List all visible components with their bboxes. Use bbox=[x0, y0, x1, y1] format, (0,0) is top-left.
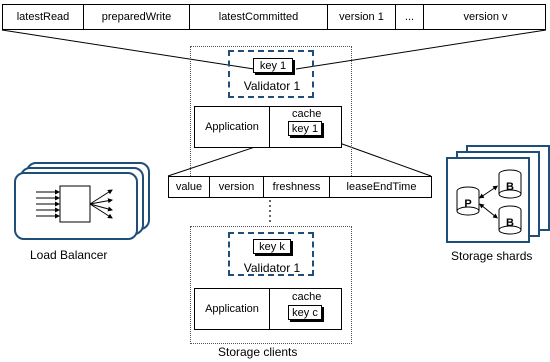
storage-client-2 bbox=[190, 226, 352, 344]
field-latest-read: latestRead bbox=[16, 11, 70, 23]
top-record: latestRead preparedWrite latestCommitted… bbox=[2, 4, 546, 30]
cache-record: value version freshness leaseEndTime bbox=[168, 176, 432, 198]
cache-label: cache bbox=[292, 108, 322, 120]
backup-node-bottom: B bbox=[498, 205, 522, 235]
storage-clients-label: Storage clients bbox=[218, 345, 298, 359]
field-ellipsis: ... bbox=[395, 5, 423, 29]
backup-node-top: B bbox=[498, 169, 522, 199]
load-balancer-label: Load Balancer bbox=[30, 248, 108, 262]
validator-2-label: Validator 1 bbox=[243, 261, 301, 275]
application-box-2: Application bbox=[194, 288, 270, 330]
validator-label: Validator 1 bbox=[243, 79, 301, 93]
application-box: Application bbox=[194, 106, 270, 148]
field-prepared-write: preparedWrite bbox=[83, 5, 189, 29]
primary-node: P bbox=[456, 186, 480, 216]
field-value: value bbox=[175, 181, 203, 193]
field-freshness: freshness bbox=[263, 177, 329, 197]
field-latest-committed: latestCommitted bbox=[189, 5, 327, 29]
svg-text:B: B bbox=[506, 181, 514, 193]
validator-2-key: key k bbox=[253, 239, 291, 254]
validator-key: key 1 bbox=[253, 58, 293, 73]
validator-2-box bbox=[228, 232, 314, 276]
cache-key: key 1 bbox=[288, 121, 322, 136]
cache-label-2: cache bbox=[292, 291, 322, 303]
storage-shards-label: Storage shards bbox=[451, 249, 533, 263]
field-version-1: version 1 bbox=[327, 5, 395, 29]
field-version-v: version v bbox=[423, 5, 547, 29]
field-version: version bbox=[209, 177, 263, 197]
svg-text:B: B bbox=[506, 217, 514, 229]
field-lease-end-time: leaseEndTime bbox=[329, 177, 433, 197]
cache-key-2: key c bbox=[288, 305, 322, 320]
load-balancer-icon bbox=[36, 185, 113, 223]
validator-1-box bbox=[228, 50, 314, 98]
shard-nodes: P B B bbox=[456, 169, 522, 235]
svg-text:P: P bbox=[464, 198, 471, 210]
